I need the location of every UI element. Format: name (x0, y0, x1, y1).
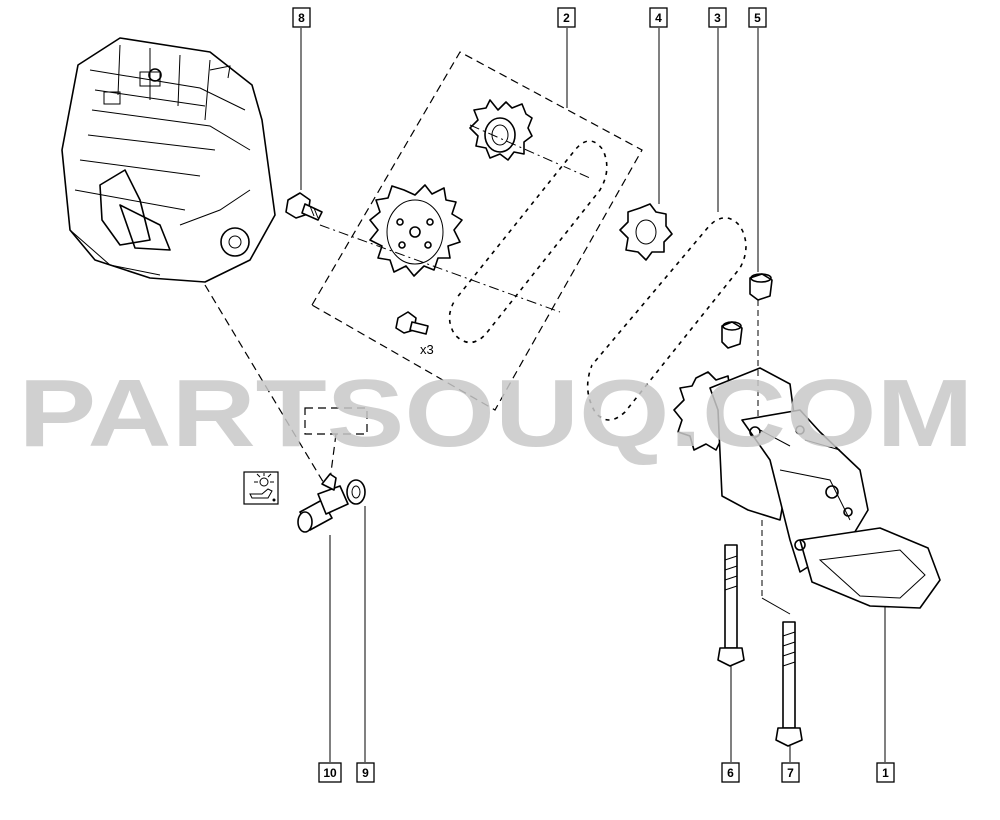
callout-8[interactable]: 8 (292, 7, 311, 28)
callout-3[interactable]: 3 (708, 7, 727, 28)
crank-sprocket-small (469, 99, 533, 161)
svg-text:10: 10 (323, 766, 337, 780)
oil-pressure-sensor (297, 473, 349, 533)
dowel-sleeve-2 (721, 321, 743, 349)
svg-text:1: 1 (882, 766, 889, 780)
callout-9[interactable]: 9 (356, 762, 375, 783)
timing-chain-lower (586, 216, 748, 422)
svg-text:9: 9 (362, 766, 369, 780)
sprocket-bolt (285, 192, 323, 221)
callout-5[interactable]: 5 (748, 7, 767, 28)
pump-bolt-long (717, 544, 745, 667)
callout-2[interactable]: 2 (557, 7, 576, 28)
callout-4[interactable]: 4 (649, 7, 668, 28)
svg-text:5: 5 (754, 11, 761, 25)
dowel-sleeve (749, 273, 773, 301)
watermark: PARTSOUQ.COM (19, 360, 974, 467)
oil-pump-sprocket-large (369, 184, 463, 277)
pump-bolt-long-2 (775, 621, 803, 747)
engine-block-icon (61, 37, 276, 283)
svg-text:3: 3 (714, 11, 721, 25)
oil-pump-assembly (673, 367, 941, 609)
timing-chain-upper (448, 139, 609, 344)
svg-text:4: 4 (655, 11, 662, 25)
callout-7[interactable]: 7 (781, 762, 800, 783)
quantity-note: x3 (420, 342, 434, 357)
oil-pressure-warning-icon (243, 471, 279, 505)
callout-1[interactable]: 1 (876, 762, 895, 783)
svg-text:7: 7 (787, 766, 794, 780)
sealing-washer (346, 479, 366, 505)
idler-sprocket (619, 203, 673, 261)
callout-10[interactable]: 10 (318, 762, 342, 783)
svg-text:8: 8 (298, 11, 305, 25)
callout-6[interactable]: 6 (721, 762, 740, 783)
sprocket-bolt-small (395, 311, 429, 335)
svg-text:2: 2 (563, 11, 570, 25)
svg-text:6: 6 (727, 766, 734, 780)
leader-lines (300, 28, 886, 762)
